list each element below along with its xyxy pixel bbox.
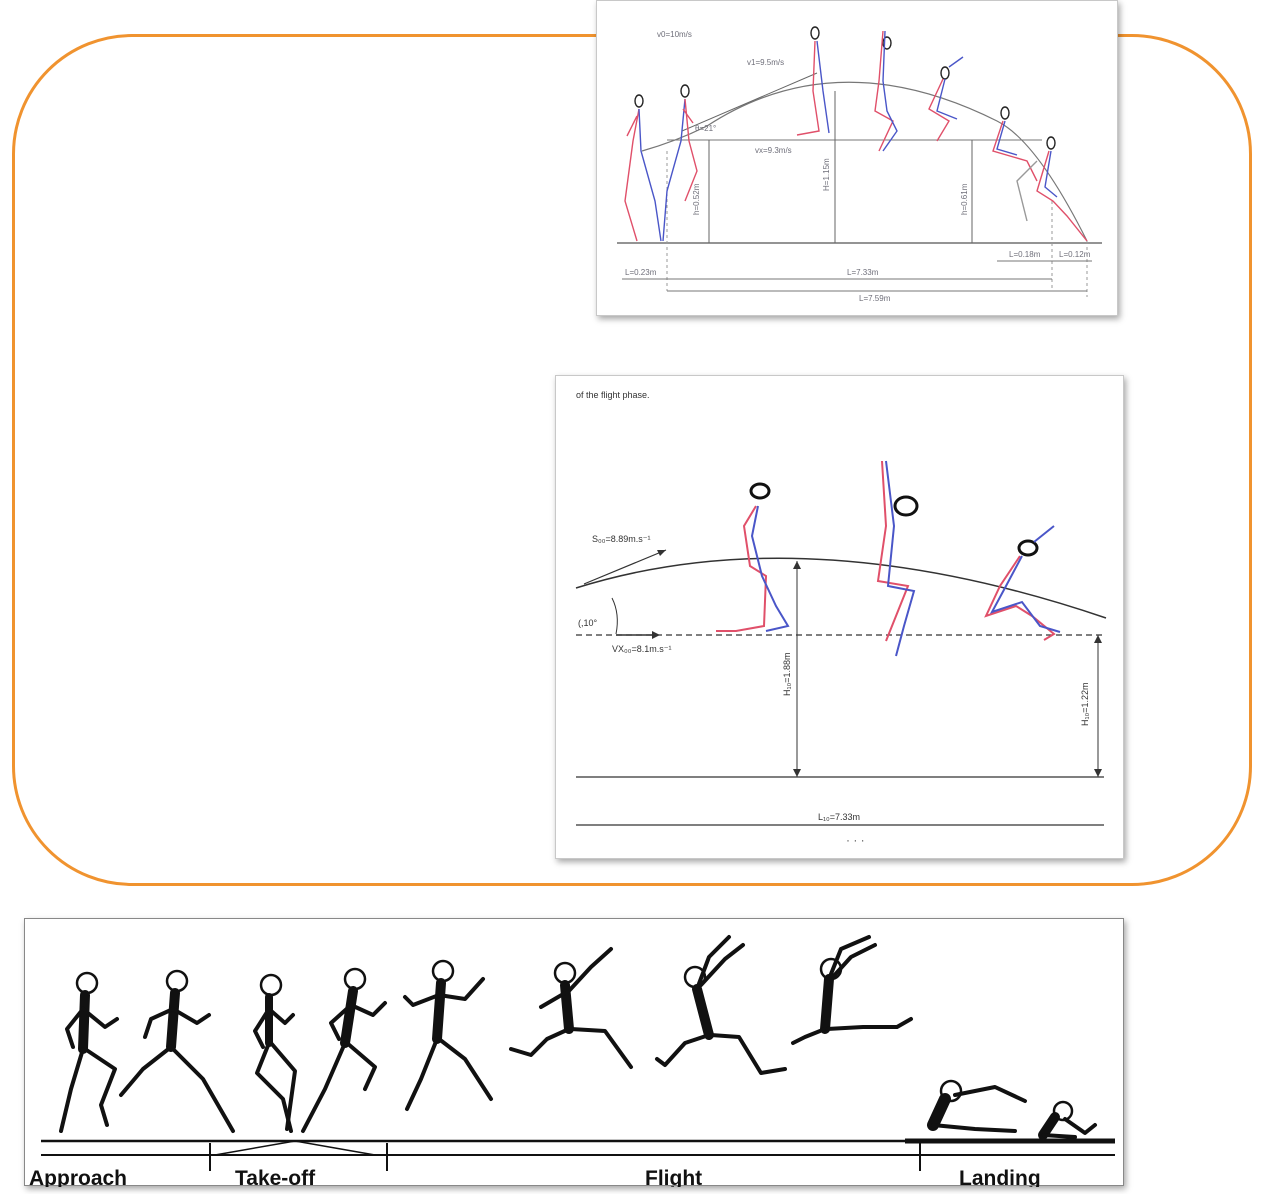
phase-flight: Flight xyxy=(645,1167,702,1187)
athlete-sequence xyxy=(59,935,1097,1140)
phase-approach: Approach xyxy=(29,1167,127,1187)
vx-arrowhead xyxy=(652,631,660,639)
angle-label: (,10° xyxy=(578,618,598,628)
height-left-label: H₁₀=1.88m xyxy=(782,652,792,696)
athlete-6 xyxy=(509,947,633,1069)
takeoff-board xyxy=(214,1140,376,1156)
trajectory-arc xyxy=(641,81,1088,242)
label-h1: h=0.52m xyxy=(692,183,701,215)
label-vx: vx=9.3m/s xyxy=(755,146,792,155)
phase-landing: Landing xyxy=(959,1167,1041,1187)
label-d3: L=7.59m xyxy=(859,294,891,303)
phase-takeoff: Take-off xyxy=(235,1167,316,1187)
distance-label: L₁₀=7.33m xyxy=(818,812,860,822)
jumper-figures-middle xyxy=(716,460,1061,657)
trajectory-diagram-middle: of the flight phase. S₀₀=8.89m.s⁻¹ (,10°… xyxy=(555,375,1124,859)
height-right-label: H₁₀=1.22m xyxy=(1080,682,1090,726)
figure-descent xyxy=(928,56,964,142)
label-d5: L=0.12m xyxy=(1059,250,1091,259)
athlete-8 xyxy=(791,935,913,1045)
trajectory-svg-middle: of the flight phase. S₀₀=8.89m.s⁻¹ (,10°… xyxy=(575,390,1107,847)
figure-takeoff xyxy=(662,84,698,242)
figure-landing-1 xyxy=(992,106,1038,182)
trajectory-svg-top: v0=10m/s v1=9.5m/s θ=21° vx=9.3m/s h=0.5… xyxy=(617,26,1102,303)
label-v0: v0=10m/s xyxy=(657,30,692,39)
footnote: · · · xyxy=(846,833,865,847)
athlete-10 xyxy=(1038,1100,1097,1140)
phases-svg: Approach Take-off Flight Landing xyxy=(29,935,1115,1187)
label-h2: h=0.61m xyxy=(960,183,969,215)
diagram-caption: of the flight phase. xyxy=(576,390,650,400)
velocity-label: S₀₀=8.89m.s⁻¹ xyxy=(592,534,651,544)
figure-middle-3 xyxy=(984,525,1061,641)
figure-peak xyxy=(874,30,898,152)
long-jump-phases-strip: Approach Take-off Flight Landing xyxy=(24,918,1124,1187)
figure-middle-1 xyxy=(716,482,790,632)
label-hmax: H=1.15m xyxy=(822,158,831,191)
athlete-7 xyxy=(655,935,787,1075)
velocity-vector xyxy=(681,72,818,132)
figure-middle-2 xyxy=(876,460,919,657)
label-d1: L=0.23m xyxy=(625,268,657,277)
athlete-1 xyxy=(59,971,119,1133)
angle-arc xyxy=(611,597,618,635)
figure-landing-2 xyxy=(1016,136,1088,242)
dim-arrow-up-right xyxy=(1094,635,1102,643)
athlete-5 xyxy=(403,959,493,1111)
dim-arrow-down-left xyxy=(793,769,801,777)
trajectory-diagram-top: v0=10m/s v1=9.5m/s θ=21° vx=9.3m/s h=0.5… xyxy=(596,0,1118,316)
velocity-arrow xyxy=(583,549,667,585)
label-angle: θ=21° xyxy=(695,124,716,133)
jumper-figures-top xyxy=(624,26,1088,242)
label-d4: L=0.18m xyxy=(1009,250,1041,259)
athlete-3 xyxy=(253,973,297,1133)
athlete-2 xyxy=(119,969,235,1133)
label-d2: L=7.33m xyxy=(847,268,879,277)
trajectory-curve xyxy=(575,557,1107,619)
figure-rise xyxy=(796,26,830,136)
dim-arrow-up-left xyxy=(793,561,801,569)
dim-arrow-down-right xyxy=(1094,769,1102,777)
velocity-arrowhead xyxy=(657,550,666,556)
athlete-4 xyxy=(301,967,387,1133)
label-v1: v1=9.5m/s xyxy=(747,58,784,67)
athlete-9 xyxy=(927,1079,1027,1133)
vx-label: VX₀₀=8.1m.s⁻¹ xyxy=(612,644,672,654)
figure-approach xyxy=(624,94,662,242)
